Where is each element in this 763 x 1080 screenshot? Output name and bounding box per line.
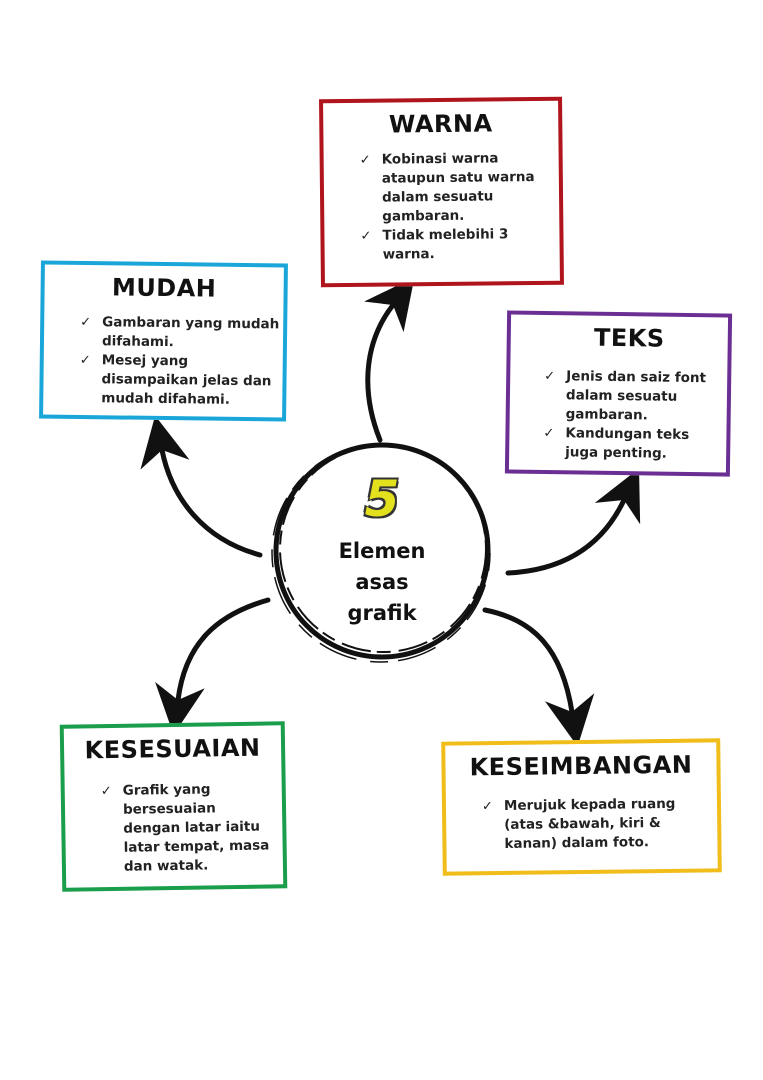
check-mark-icon: ✓ <box>360 228 372 244</box>
bullet-list: ✓ Grafik yang bersesuaian dengan latar ia… <box>101 779 272 877</box>
center-circle-outline <box>271 442 491 663</box>
list-item: ✓ Kobinasi warna ataupun satu warna dalam… <box>360 149 541 227</box>
list-item: ✓ Gambaran yang mudah difahami. <box>80 313 280 353</box>
check-mark-icon: ✓ <box>481 799 493 815</box>
box-keseimbangan: KESEIMBANGAN ✓ Merujuk kepada ruang (atas… <box>441 738 722 876</box>
list-item-text: Gambaran yang mudah difahami. <box>101 314 280 351</box>
box-title: KESESUAIAN <box>84 733 261 765</box>
list-item-text: Grafik yang bersesuaian dengan latar iai… <box>122 781 270 875</box>
arrow-to-teks <box>505 468 641 576</box>
bullet-list: ✓ Jenis dan saiz font dalam sesuatu gamba… <box>543 367 714 464</box>
box-title: KESEIMBANGAN <box>469 750 693 782</box>
arrow-to-warna <box>364 277 415 443</box>
list-item: ✓ Merujuk kepada ruang (atas &bawah, kiri… <box>482 795 683 854</box>
list-item: ✓ Jenis dan saiz font dalam sesuatu gamba… <box>544 367 715 426</box>
list-item: ✓ Kandungan teks juga penting. <box>543 424 714 464</box>
list-item-text: Kandungan teks juga penting. <box>565 425 690 462</box>
box-teks: TEKS ✓ Jenis dan saiz font dalam sesuatu … <box>504 310 733 477</box>
box-title: WARNA <box>388 109 493 139</box>
center-label: Elemen asas grafik <box>271 536 493 629</box>
list-item-text: Merujuk kepada ruang (atas &bawah, kiri … <box>503 795 676 852</box>
bullet-list: ✓ Merujuk kepada ruang (atas &bawah, kiri… <box>482 795 683 854</box>
check-mark-icon: ✓ <box>79 352 91 369</box>
check-mark-icon: ✓ <box>100 783 112 800</box>
arrow-to-mudah <box>140 415 263 558</box>
box-kesesuaian: KESESUAIAN ✓ Grafik yang bersesuaian deng… <box>59 721 288 892</box>
check-mark-icon: ✓ <box>543 425 555 442</box>
list-item-text: Mesej yang disampaikan jelas dan mudah d… <box>101 352 272 408</box>
list-item-text: Jenis dan saiz font dalam sesuatu gambar… <box>565 368 707 424</box>
list-item-text: Tidak melebihi 3 warna. <box>382 226 509 263</box>
center-label-line: grafik <box>347 601 417 625</box>
arrow-to-keseimbangan <box>482 607 595 747</box>
list-item-text: Kobinasi warna ataupun satu warna dalam … <box>381 150 535 225</box>
box-mudah: MUDAH ✓ Gambaran yang mudah difahami. ✓ Me… <box>39 260 288 422</box>
center-node: 5 Elemen asas grafik <box>271 440 493 662</box>
center-label-line: Elemen <box>338 539 426 563</box>
bullet-list: ✓ Gambaran yang mudah difahami. ✓ Mesej ya… <box>79 313 280 410</box>
box-title: MUDAH <box>111 273 217 303</box>
list-item: ✓ Grafik yang bersesuaian dengan latar ia… <box>101 779 272 877</box>
list-item: ✓ Mesej yang disampaikan jelas dan mudah … <box>79 351 280 410</box>
check-mark-icon: ✓ <box>544 368 556 385</box>
center-label-line: asas <box>355 570 409 594</box>
box-title: TEKS <box>593 323 665 353</box>
bullet-list: ✓ Kobinasi warna ataupun satu warna dalam… <box>360 149 541 265</box>
check-mark-icon: ✓ <box>359 152 371 168</box>
arrow-to-kesesuaian <box>155 597 271 735</box>
center-number: 5 <box>364 470 400 528</box>
check-mark-icon: ✓ <box>80 314 92 331</box>
box-warna: WARNA ✓ Kobinasi warna ataupun satu warna… <box>319 96 564 288</box>
list-item: ✓ Tidak melebihi 3 warna. <box>360 225 540 265</box>
